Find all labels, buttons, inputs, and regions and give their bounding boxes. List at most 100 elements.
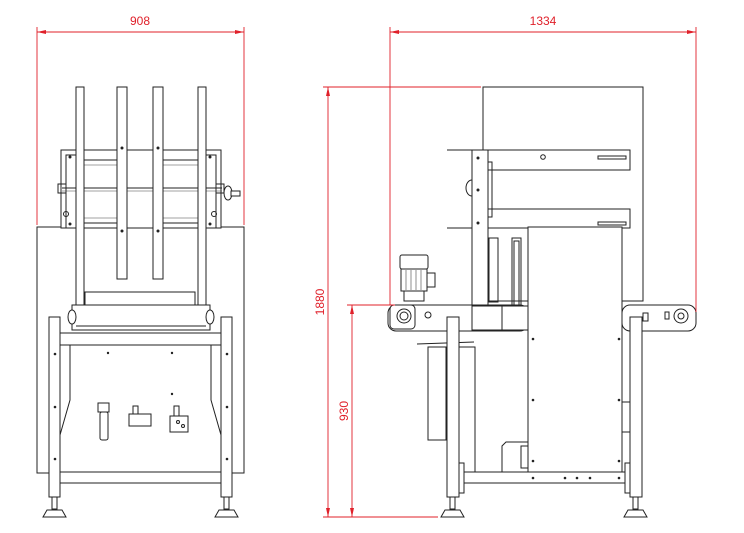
- leg-outfeed: [629, 316, 643, 498]
- side-view: [387, 86, 697, 518]
- drawing-line: [205, 309, 215, 325]
- crossbar-top: [59, 332, 222, 346]
- drawing-line: [588, 476, 592, 480]
- drawing-line: [465, 179, 473, 197]
- drawing-line: [223, 496, 230, 510]
- drawing-line: [540, 154, 546, 160]
- drawing-line: [673, 308, 689, 324]
- drawing-line: [350, 508, 354, 517]
- drawing-line: [531, 476, 535, 480]
- dim-label-1880: 1880: [313, 288, 327, 315]
- drawing-line: [520, 445, 529, 469]
- drawing-line: [42, 509, 67, 518]
- adjust-bracket-frame: [60, 149, 222, 229]
- drawing-line: [350, 305, 354, 314]
- drawing-line: [68, 222, 72, 226]
- drawing-line: [621, 401, 631, 433]
- dim-label-1334: 1334: [530, 14, 557, 28]
- drawing-line: [400, 268, 428, 292]
- drawing-line: [677, 312, 685, 320]
- bottom-rail: [463, 471, 626, 484]
- drawing-line: [68, 155, 72, 159]
- dim-label-930: 930: [337, 401, 351, 421]
- drawing-line: [176, 420, 180, 424]
- drawing-line: [225, 352, 229, 356]
- drawing-line: [225, 457, 229, 461]
- dimension-908: 908: [36, 14, 245, 225]
- drawing-line: [617, 459, 621, 463]
- drawing-line: [617, 337, 621, 341]
- dimension-1880: 1880: [313, 86, 481, 518]
- side-guide-left: [75, 86, 85, 306]
- drawing-line: [531, 337, 535, 341]
- drawing-line: [53, 405, 57, 409]
- side-guide-right: [197, 86, 207, 306]
- drawing-line: [531, 459, 535, 463]
- inner-guide-left: [116, 86, 128, 280]
- drawing-line: [181, 424, 185, 428]
- leveling-foot-infeed-icon: [440, 496, 465, 518]
- drawing-line: [84, 291, 196, 307]
- drawing-line: [57, 183, 67, 194]
- drawing-line: [399, 311, 409, 321]
- drawing-line: [211, 211, 217, 217]
- drawing-line: [170, 351, 174, 355]
- drawing-line: [156, 146, 160, 150]
- front-view: [36, 86, 245, 518]
- drawing-line: [440, 509, 465, 518]
- drawing-line: [501, 441, 528, 472]
- drawing-line: [487, 161, 493, 218]
- dim-label-908: 908: [130, 14, 150, 28]
- tail-pulley-icon: [664, 308, 689, 324]
- drawing-line: [208, 222, 212, 226]
- drawing-line: [156, 229, 160, 233]
- side-box: [427, 346, 447, 441]
- drawing-line: [235, 30, 244, 34]
- drawing-line: [99, 411, 109, 441]
- drawing-line: [51, 496, 58, 510]
- drawing-line: [642, 312, 649, 322]
- drawing-line: [97, 402, 110, 413]
- dimension-930: 930: [337, 304, 395, 517]
- drawing-line: [208, 155, 212, 159]
- drawing-line: [597, 221, 627, 226]
- leveling-foot-outfeed-icon: [623, 496, 648, 518]
- drawing-line: [632, 496, 639, 510]
- drawing-line: [169, 415, 189, 433]
- drawing-line: [396, 308, 412, 324]
- drawing-line: [53, 457, 57, 461]
- drawing-line: [664, 311, 670, 320]
- drawing-line: [326, 87, 330, 96]
- drawing-line: [623, 509, 648, 518]
- drawing-line: [617, 476, 621, 480]
- column: [471, 149, 489, 331]
- valve-manifold-icon: [169, 405, 189, 433]
- drawing-line: [225, 405, 229, 409]
- drawing-line: [120, 146, 124, 150]
- drawing-line: [476, 221, 480, 225]
- drawing-line: [132, 405, 139, 415]
- drawing-line: [128, 413, 152, 427]
- drawing-line: [399, 254, 429, 270]
- drawing-line: [173, 405, 180, 417]
- drawing-line: [426, 272, 436, 288]
- drawing-line: [215, 183, 225, 194]
- drawing-line: [575, 476, 579, 480]
- drawing-line: [471, 305, 529, 331]
- air-filter-regulator-icon: [97, 402, 110, 441]
- leveling-foot-right-icon: [214, 496, 239, 518]
- drawing-line: [416, 341, 476, 472]
- drawing-line: [53, 352, 57, 356]
- upper-arm: [471, 149, 631, 171]
- drawing-line: [476, 156, 480, 160]
- drawing-line: [488, 237, 499, 303]
- crossbar-bottom: [59, 471, 222, 484]
- drawing-line: [120, 229, 124, 233]
- drawing-line: [449, 496, 456, 510]
- drawing-line: [170, 392, 174, 396]
- lower-cabinet: [527, 226, 623, 476]
- drawing-line: [326, 508, 330, 517]
- drawing-line: [37, 30, 46, 34]
- inner-guide-right: [152, 86, 164, 280]
